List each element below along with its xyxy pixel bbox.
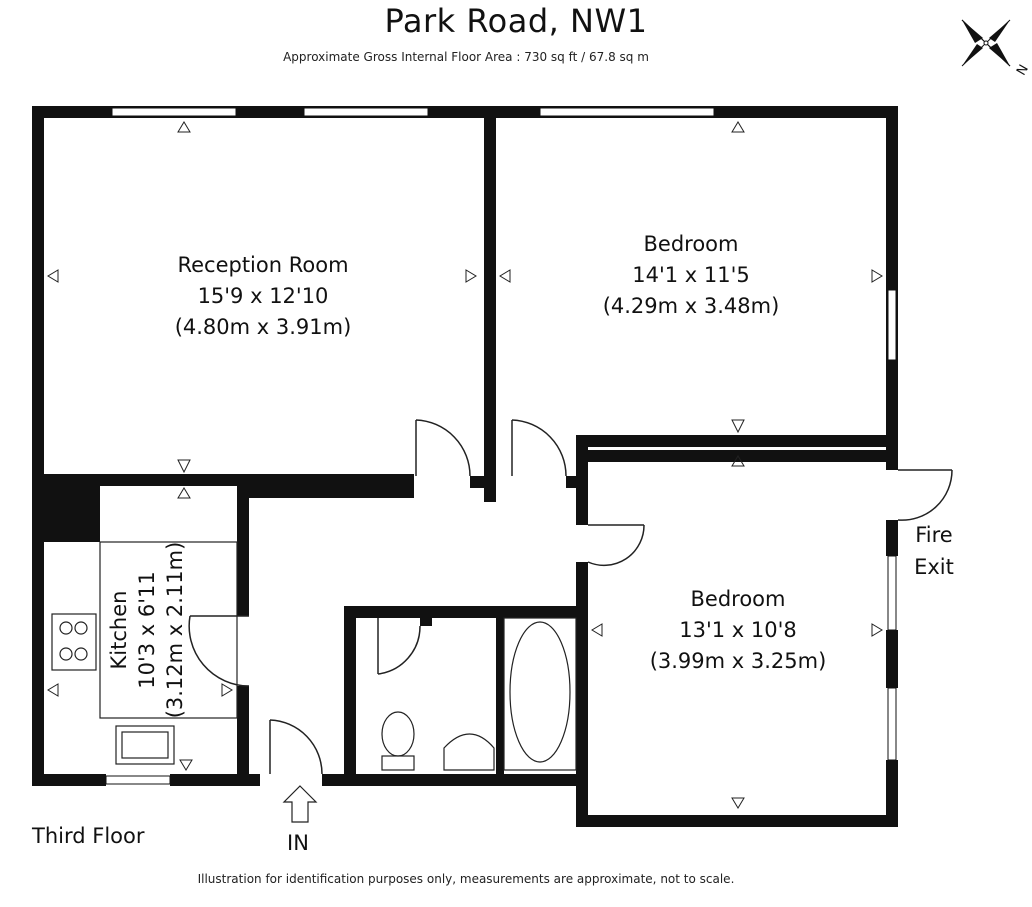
kitchen-name: Kitchen bbox=[107, 591, 131, 670]
bedroom-2-metric: (3.99m x 3.25m) bbox=[650, 649, 827, 673]
bath-icon bbox=[503, 617, 577, 771]
floor-area-subtitle: Approximate Gross Internal Floor Area : … bbox=[283, 50, 649, 64]
sink-icon bbox=[115, 725, 175, 765]
kitchen-metric: (3.12m x 2.11m) bbox=[163, 542, 187, 719]
bedroom-2-name: Bedroom bbox=[691, 587, 786, 611]
entrance-label: IN bbox=[287, 831, 309, 855]
measurement-markers bbox=[47, 121, 883, 809]
bedroom-1-name: Bedroom bbox=[644, 232, 739, 256]
fire-exit-label-line1: Fire bbox=[915, 523, 952, 547]
disclaimer-footer: Illustration for identification purposes… bbox=[197, 872, 735, 886]
bathroom-fittings bbox=[381, 617, 577, 771]
reception-room-metric: (4.80m x 3.91m) bbox=[175, 315, 352, 339]
kitchen-imperial: 10'3 x 6'11 bbox=[135, 571, 159, 689]
hob-icon bbox=[51, 613, 97, 671]
entrance-arrow-icon bbox=[282, 785, 318, 823]
floor-label: Third Floor bbox=[31, 824, 145, 848]
plan-title: Park Road, NW1 bbox=[384, 2, 648, 40]
reception-room-imperial: 15'9 x 12'10 bbox=[198, 284, 329, 308]
windows bbox=[105, 107, 897, 785]
bedroom-1-metric: (4.29m x 3.48m) bbox=[603, 294, 780, 318]
fire-exit-label-line2: Exit bbox=[914, 555, 954, 579]
basin-icon bbox=[443, 733, 495, 771]
reception-room-name: Reception Room bbox=[177, 253, 348, 277]
compass-north-label: N bbox=[1014, 62, 1032, 78]
bedroom-1-imperial: 14'1 x 11'5 bbox=[632, 263, 750, 287]
doors bbox=[188, 419, 953, 775]
bedroom-2-imperial: 13'1 x 10'8 bbox=[679, 618, 797, 642]
toilet-icon bbox=[381, 711, 415, 757]
walls bbox=[32, 106, 898, 827]
compass-icon bbox=[961, 19, 1011, 67]
kitchen-fittings bbox=[51, 541, 238, 765]
